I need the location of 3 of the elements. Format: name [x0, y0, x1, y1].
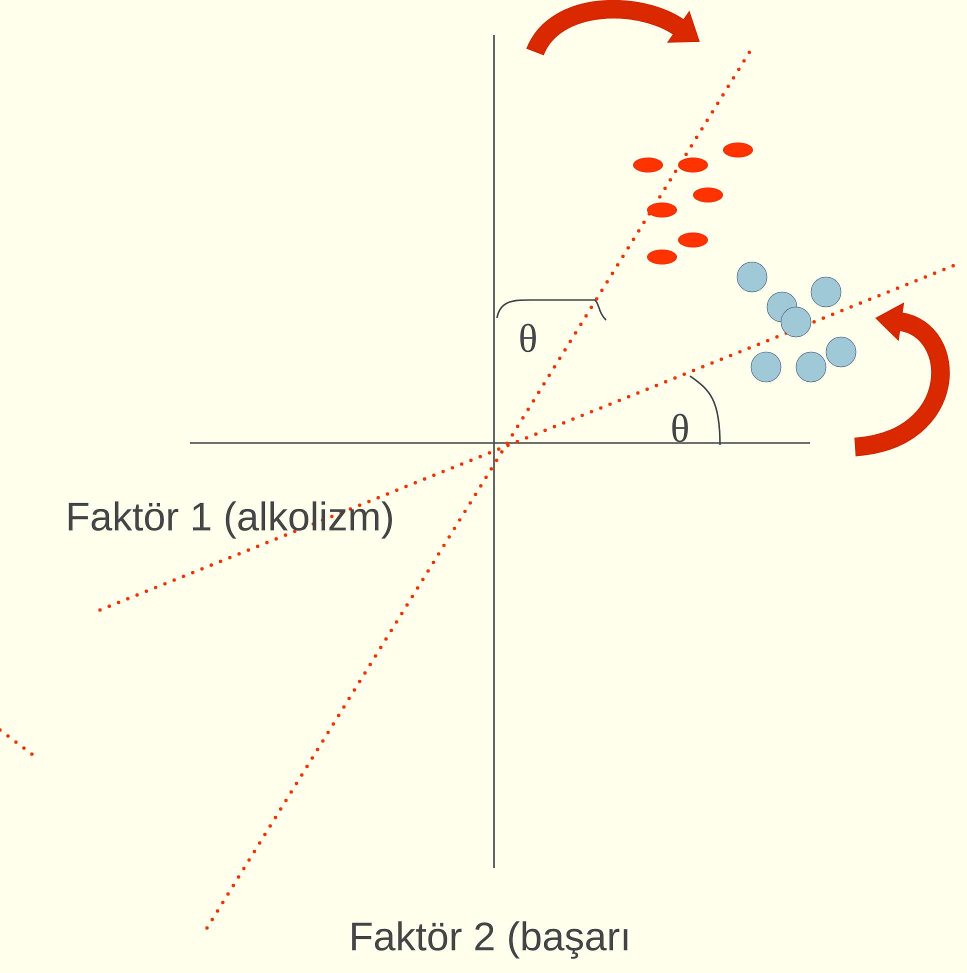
- axis-label: Faktör 2 (başarı: [352, 921, 628, 959]
- axis-label: θ: [672, 414, 688, 442]
- axis-label: θ: [520, 324, 536, 352]
